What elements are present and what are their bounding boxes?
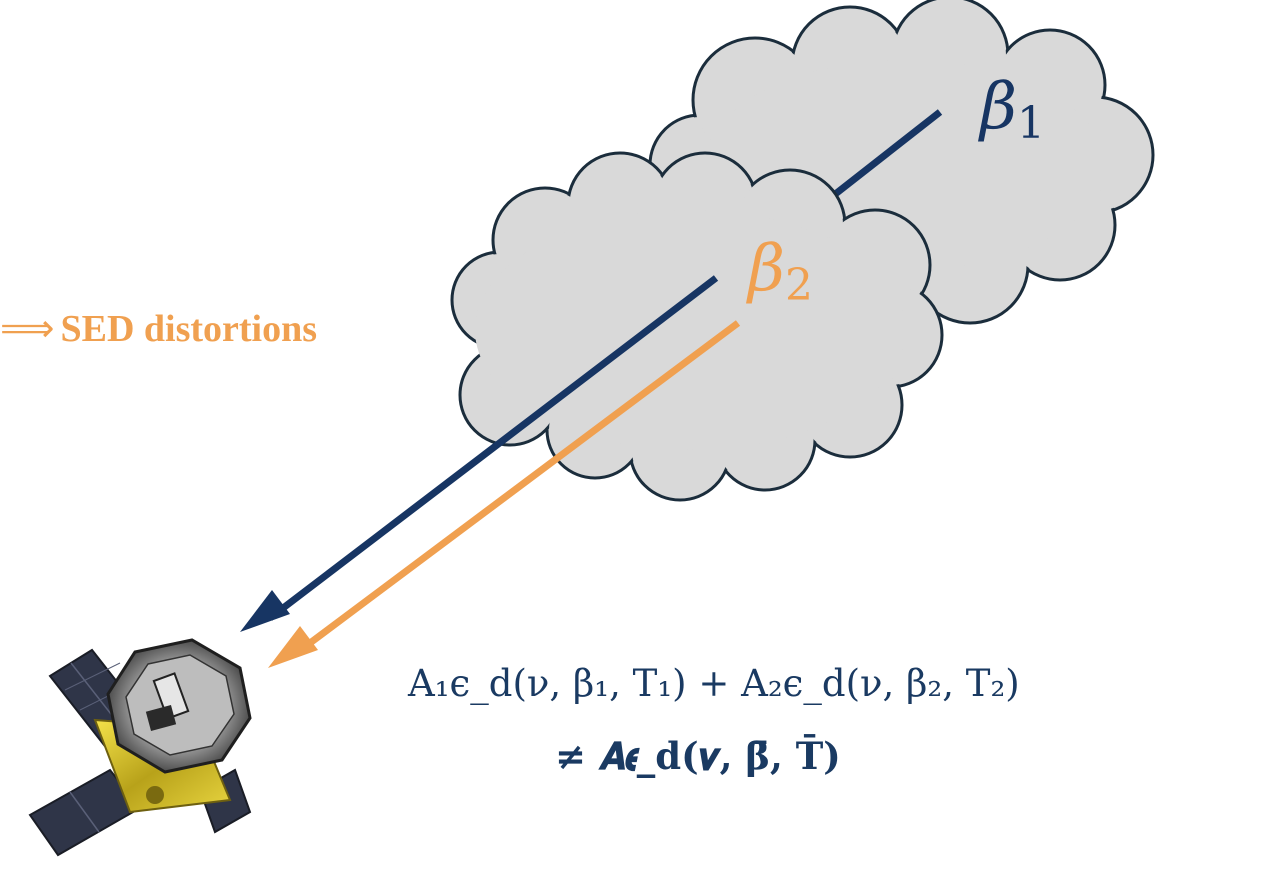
sed-distortions-label: ⟹SED distortions bbox=[0, 306, 317, 351]
beta1-symbol: β bbox=[980, 70, 1017, 144]
equation-line-1: A₁ϵ_d(ν, β₁, T₁) + A₂ϵ_d(ν, β₂, T₂) bbox=[408, 662, 1020, 705]
beam-beta2-arrowhead bbox=[268, 626, 318, 668]
beta1-subscript: 1 bbox=[1017, 98, 1045, 149]
beta2-subscript: 2 bbox=[785, 260, 813, 311]
satellite-icon bbox=[28, 638, 252, 857]
beta2-symbol: β bbox=[748, 232, 785, 306]
implies-arrow-icon: ⟹ bbox=[0, 308, 55, 350]
beam-beta2 bbox=[295, 320, 741, 655]
equation-line-2: ≠ 𝑨𝝐_d(𝝂, β̄, T̄) bbox=[555, 734, 841, 778]
beam-beta1 bbox=[267, 275, 719, 621]
beam-beta1-arrowhead bbox=[240, 590, 290, 632]
beta1-label: β1 bbox=[980, 70, 1045, 149]
beta2-label: β2 bbox=[748, 232, 813, 311]
sed-distortions-text: SED distortions bbox=[60, 308, 318, 350]
